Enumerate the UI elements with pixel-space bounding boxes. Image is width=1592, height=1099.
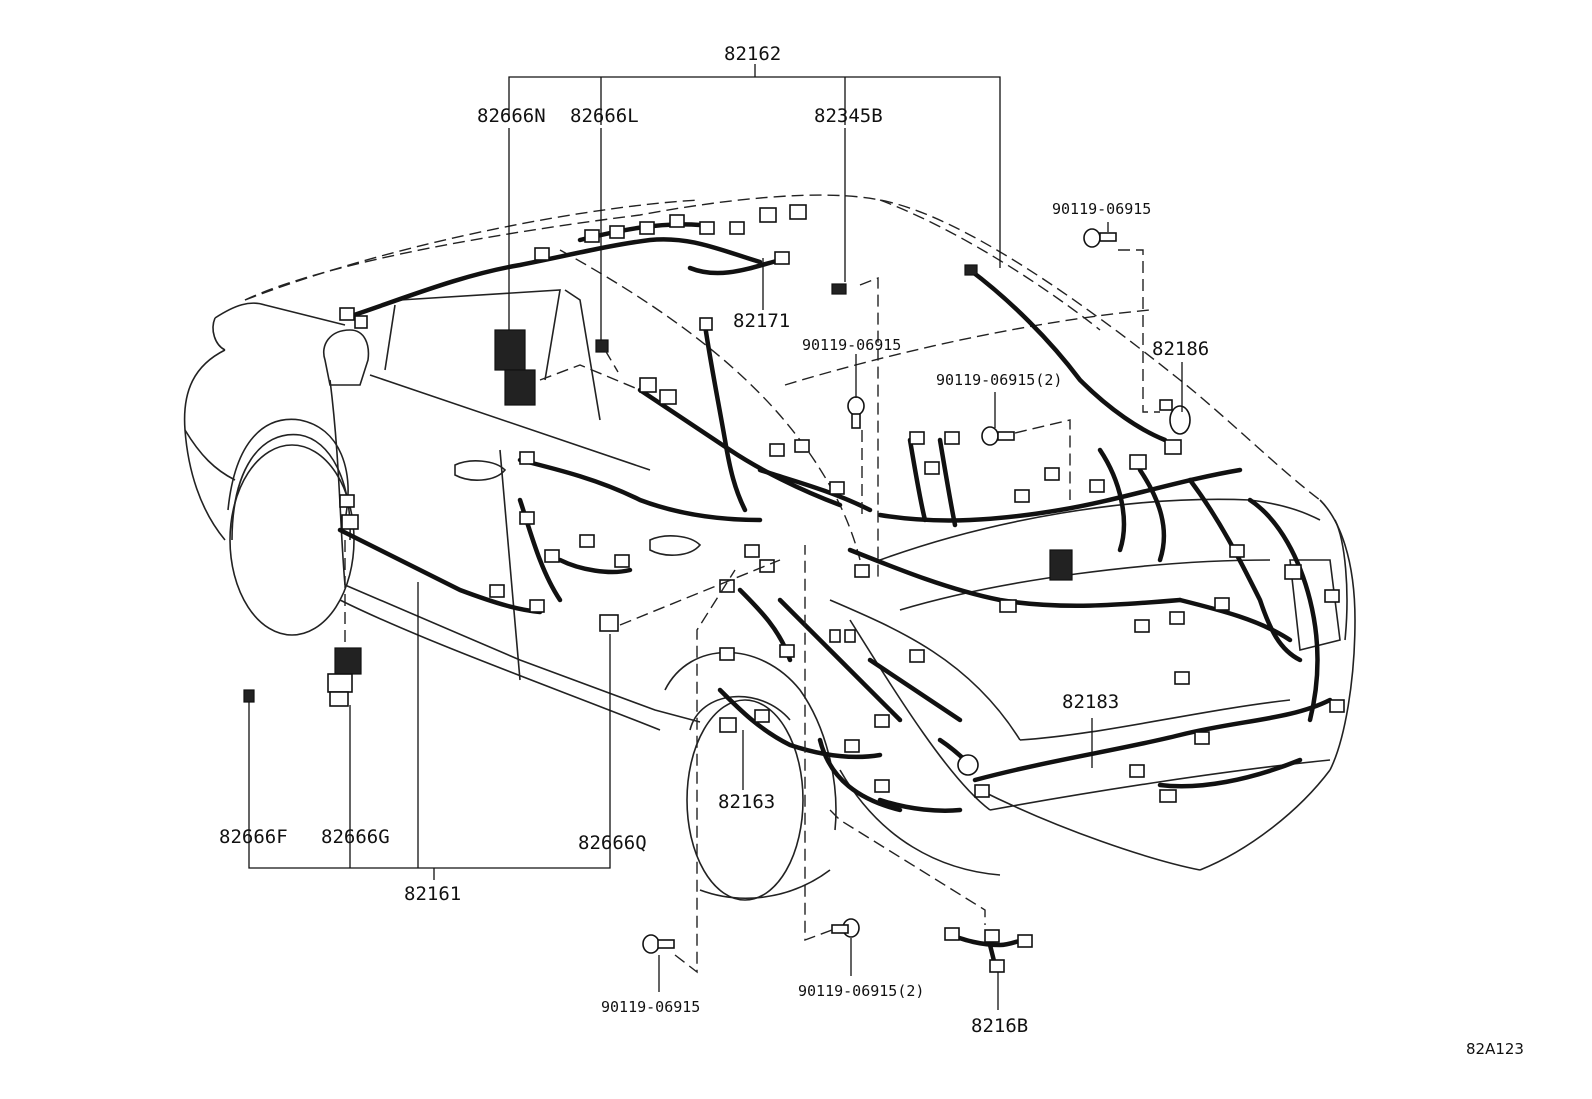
label-90119-06915-2-mid: 90119-06915(2) — [936, 371, 1062, 389]
bolt-icon-bottom-left — [642, 934, 675, 954]
label-82186: 82186 — [1152, 338, 1209, 360]
vehicle-body-outline — [183, 194, 1356, 901]
label-82161: 82161 — [404, 883, 461, 905]
part-labels: 82162 82666N 82666L 82345B 90119-06915 8… — [219, 43, 1524, 1058]
label-82666G: 82666G — [321, 826, 390, 848]
dashed-guides — [344, 249, 1160, 974]
label-82666Q: 82666Q — [578, 832, 647, 854]
label-90119-06915-2-bottom: 90119-06915(2) — [798, 982, 924, 1000]
label-82171: 82171 — [733, 310, 790, 332]
label-8216B: 8216B — [971, 1015, 1028, 1037]
label-90119-06915-mid: 90119-06915 — [802, 336, 901, 354]
reference-code: 82A123 — [1466, 1040, 1524, 1058]
label-82183: 82183 — [1062, 691, 1119, 713]
connector-group — [243, 204, 1345, 973]
label-90119-06915-bottom: 90119-06915 — [601, 998, 700, 1016]
wire-harness-group — [337, 222, 1333, 813]
label-82345B: 82345B — [814, 105, 883, 127]
label-82162: 82162 — [724, 43, 781, 65]
label-82666L: 82666L — [570, 105, 639, 127]
bolt-icon-bottom-mid — [831, 918, 860, 938]
label-82163: 82163 — [718, 791, 775, 813]
leader-lines — [248, 64, 1183, 1010]
label-82666N: 82666N — [477, 105, 546, 127]
bolt-icon-mid — [847, 396, 865, 429]
bolt-icon-mid-2 — [981, 426, 1015, 446]
label-82666F: 82666F — [219, 826, 288, 848]
bolt-icon-top — [1083, 228, 1117, 248]
label-90119-06915-top: 90119-06915 — [1052, 200, 1151, 218]
